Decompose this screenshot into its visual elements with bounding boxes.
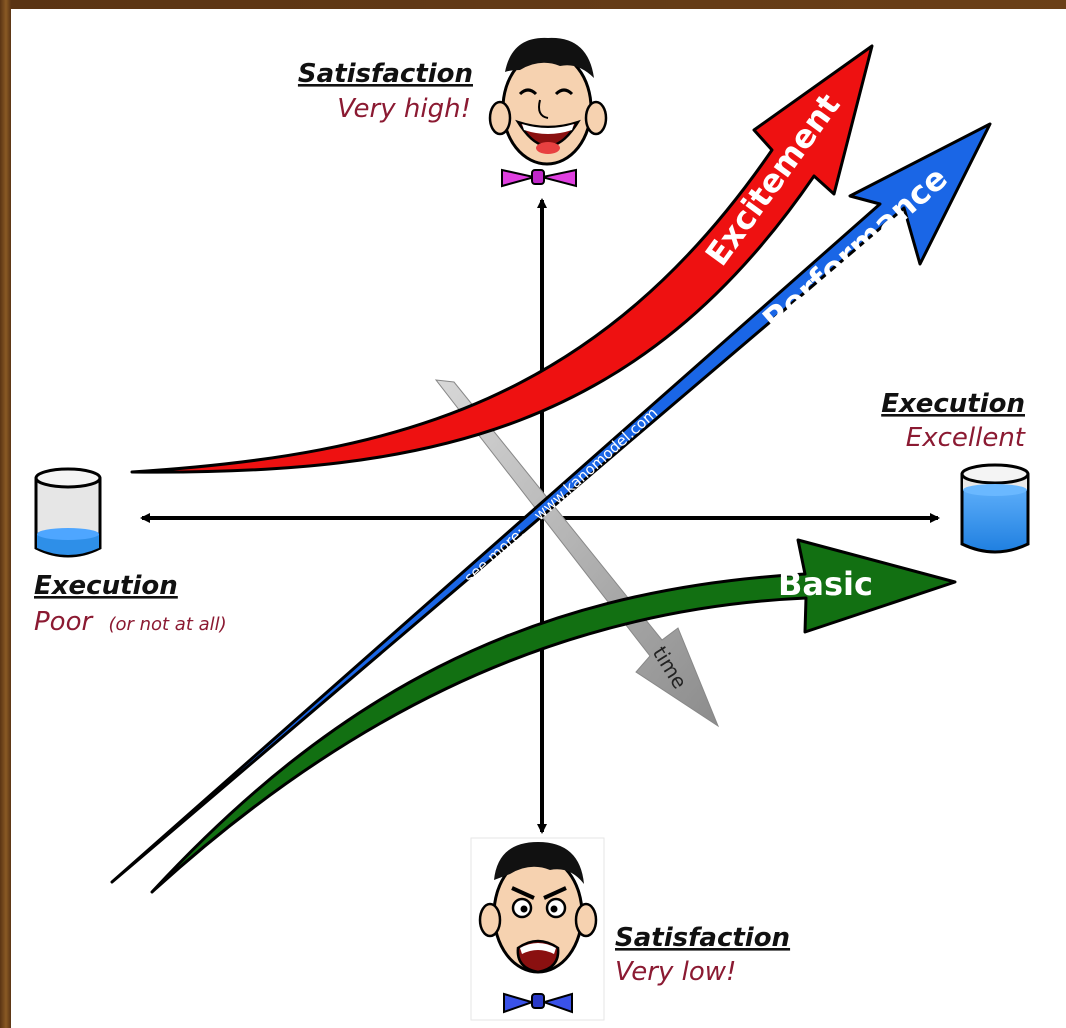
full-glass-icon [960,463,1030,554]
left-label-subtitle: Poor [34,607,94,637]
empty-glass-icon [34,467,102,558]
right-execution-label: Execution Excellent [881,389,1026,453]
left-label-title: Execution [34,571,178,601]
bottom-label-subtitle: Very low! [615,957,736,987]
bottom-satisfaction-label: Satisfaction Very low! [615,923,790,987]
bottom-label-title: Satisfaction [615,923,790,953]
left-label-subtitle-line: Poor (or not at all) [34,607,227,637]
left-label-note: (or not at all) [108,614,226,635]
happy-face-icon [488,37,608,188]
basic-curve: Basic [150,538,957,894]
left-execution-label: Execution Poor (or not at all) [34,571,227,637]
right-label-subtitle: Excellent [906,423,1026,453]
top-label-title: Satisfaction [298,59,473,89]
website-url: www.kanomodel.com [530,404,661,524]
right-label-title: Execution [881,389,1025,419]
top-label-subtitle: Very high! [337,94,471,124]
website-prefix: see more: [461,523,529,587]
top-satisfaction-label: Satisfaction Very high! [298,59,473,124]
basic-label: Basic [778,565,873,603]
performance-curve: Performance see more: www.kanomodel.com [110,122,992,884]
angry-face-icon [470,837,605,1021]
